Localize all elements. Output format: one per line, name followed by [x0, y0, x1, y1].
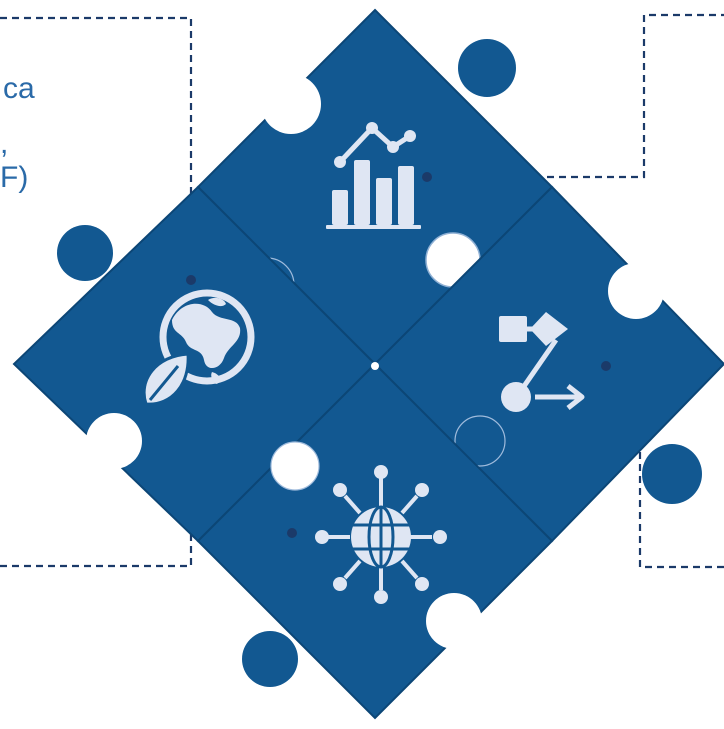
global-network-icon	[315, 465, 447, 604]
connector-dot-bottom-left	[287, 528, 297, 538]
connector-dot-bottom-right	[601, 361, 611, 371]
puzzle-piece-right	[373, 185, 724, 543]
center-joint	[371, 362, 379, 370]
text-fragment-bottom: F)	[0, 161, 29, 194]
workflow-arrow-icon	[499, 312, 585, 412]
connector-dot-top-left	[186, 275, 196, 285]
connector-bottom-left	[0, 531, 292, 568]
text-fragment-top: ca	[3, 72, 35, 105]
analytics-chart-icon	[326, 122, 421, 229]
globe-leaf-icon	[142, 289, 255, 406]
connector-dot-top-right	[422, 172, 432, 182]
connector-dots	[186, 172, 611, 538]
text-fragment-middle: ,	[0, 127, 9, 160]
